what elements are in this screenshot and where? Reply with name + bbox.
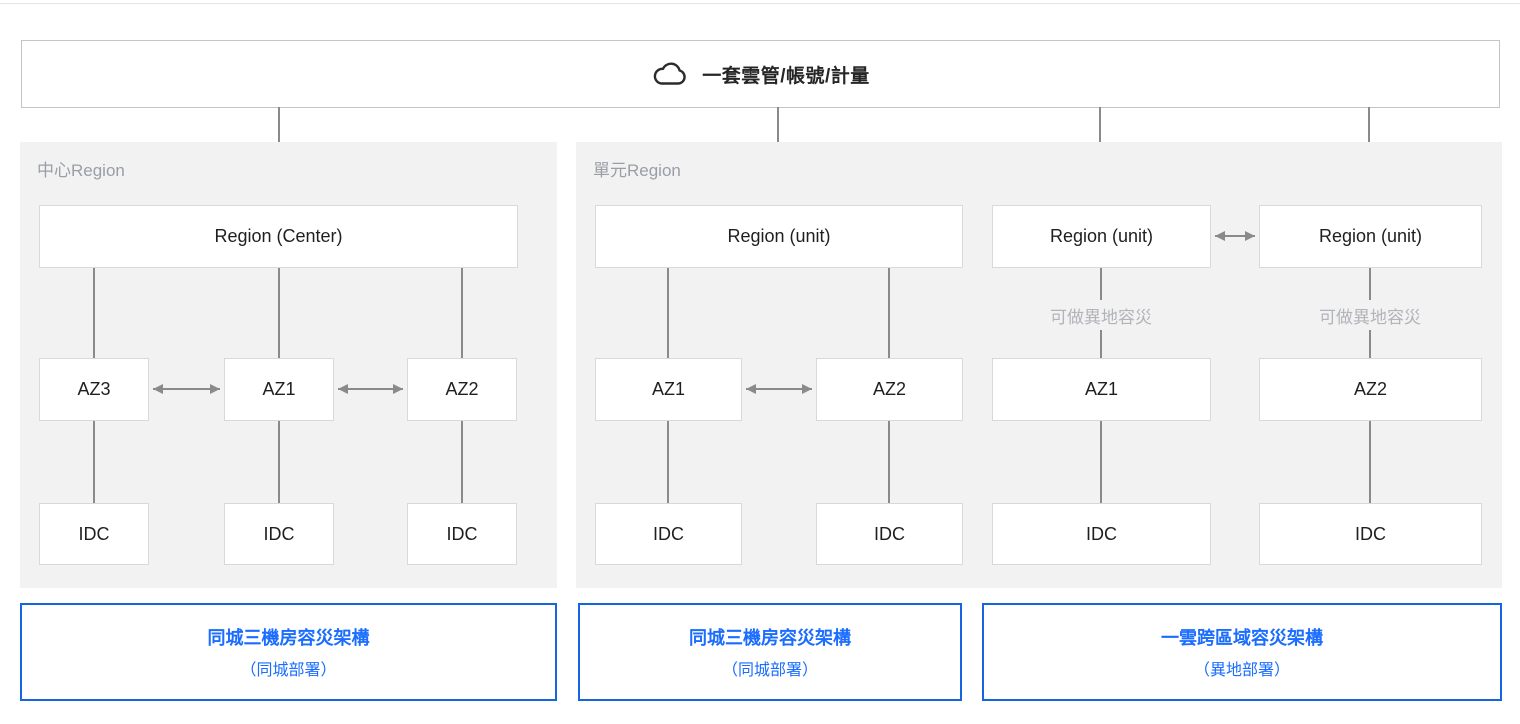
center-az3-box: AZ3: [39, 358, 149, 421]
footer-subtitle: （異地部署）: [1193, 662, 1290, 679]
connector-region-az2: [461, 268, 463, 358]
top-divider: [0, 3, 1520, 4]
unit-region-box-1: Region (unit): [595, 205, 963, 268]
connector-unit1-az1-idc: [667, 421, 669, 503]
cloud-bar-label: 一套雲管/帳號/計量: [702, 65, 870, 87]
dr-label-2: 可做異地容災: [1319, 308, 1421, 327]
footer-subtitle: （同城部署）: [240, 662, 337, 679]
cloud-management-bar: 一套雲管/帳號/計量: [21, 40, 1500, 108]
center-idc3-box: IDC: [407, 503, 517, 565]
connector-az2-idc: [461, 421, 463, 503]
connector-region2-label-top: [1100, 268, 1102, 300]
connector-az1-idc: [278, 421, 280, 503]
connector-unit1-az1: [667, 268, 669, 358]
unit2-idc2-box: IDC: [1259, 503, 1482, 565]
region-center-box: Region (Center): [39, 205, 518, 268]
connector-unit2-az1-idc: [1100, 421, 1102, 503]
unit1-az2-box: AZ2: [816, 358, 963, 421]
footer-title: 同城三機房容災架構: [689, 628, 851, 648]
arrow-region2-region3: [1215, 235, 1255, 237]
arrow-az1-az2: [338, 388, 403, 390]
unit1-idc2-box: IDC: [816, 503, 963, 565]
footer-title: 同城三機房容災架構: [207, 628, 370, 648]
unit2-idc1-box: IDC: [992, 503, 1211, 565]
connector-label-az1-bottom: [1100, 330, 1102, 358]
connector-region-az3: [93, 268, 95, 358]
connector-unit2-az2-idc: [1369, 421, 1371, 503]
connector-unit1-az2: [888, 268, 890, 358]
footer-box-cross-region: 一雲跨區域容災架構 （異地部署）: [982, 603, 1502, 701]
center-az2-box: AZ2: [407, 358, 517, 421]
cloud-icon: [653, 62, 686, 85]
center-idc2-box: IDC: [224, 503, 334, 565]
footer-title: 一雲跨區域容災架構: [1161, 628, 1323, 648]
arrow-az3-az1: [153, 388, 220, 390]
connector-region3-label-top: [1369, 268, 1371, 300]
unit1-idc1-box: IDC: [595, 503, 742, 565]
connector-region-az1: [278, 268, 280, 358]
footer-subtitle: （同城部署）: [721, 662, 818, 679]
connector-unit1-az2-idc: [888, 421, 890, 503]
unit-region-panel-label: 單元Region: [593, 161, 681, 180]
center-region-panel-label: 中心Region: [37, 161, 125, 180]
unit-region-box-2: Region (unit): [992, 205, 1211, 268]
unit2-az1-box: AZ1: [992, 358, 1211, 421]
unit1-az1-box: AZ1: [595, 358, 742, 421]
connector-label-az2-bottom: [1369, 330, 1371, 358]
unit2-az2-box: AZ2: [1259, 358, 1482, 421]
center-idc1-box: IDC: [39, 503, 149, 565]
center-az1-box: AZ1: [224, 358, 334, 421]
arrow-unit1-az1-az2: [746, 388, 812, 390]
footer-box-center: 同城三機房容災架構 （同城部署）: [20, 603, 557, 701]
footer-box-unit1: 同城三機房容災架構 （同城部署）: [578, 603, 962, 701]
connector-az3-idc: [93, 421, 95, 503]
unit-region-box-3: Region (unit): [1259, 205, 1482, 268]
dr-label-1: 可做異地容災: [1050, 308, 1152, 327]
